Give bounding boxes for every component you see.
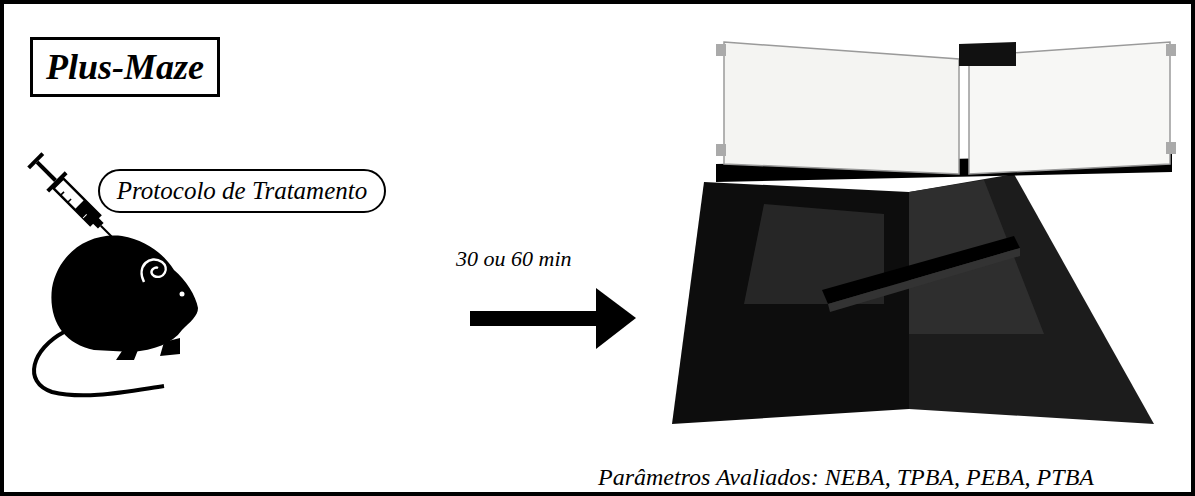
time-arrow [470, 288, 636, 349]
node-text: Protocolo de Tratamento [117, 177, 367, 205]
parameters-note: Parâmetros Avaliados: NEBA, TPBA, PEBA, … [598, 464, 1094, 491]
treatment-pill: Protocolo de Tratamento [98, 169, 386, 213]
plus-maze-photo [672, 42, 1176, 424]
title-box: Plus-Maze [30, 37, 220, 97]
time-label: 30 ou 60 min [456, 246, 572, 272]
mouse-silhouette [34, 236, 198, 396]
node-text: Plus-Maze [46, 46, 204, 88]
